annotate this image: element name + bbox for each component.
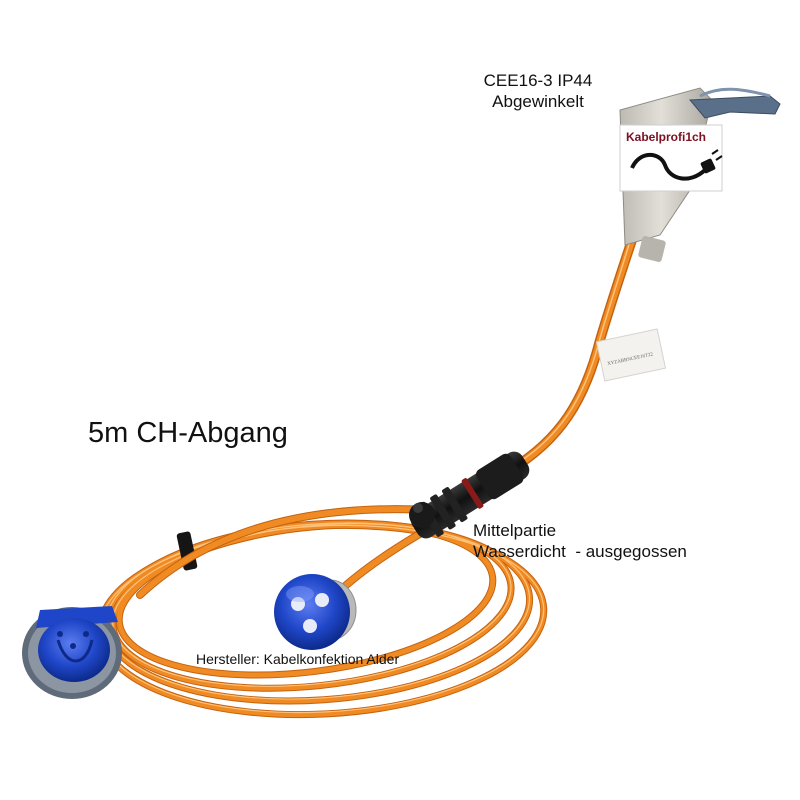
- plug-title: CEE16-3 IP44: [483, 71, 593, 90]
- round-plug: [274, 574, 357, 650]
- middle-part-label: Mittelpartie Wasserdicht - ausgegossen: [473, 520, 687, 562]
- middle-joint: [409, 451, 530, 539]
- plug-label: CEE16-3 IP44 Abgewinkelt: [468, 70, 608, 112]
- cable-length-label: 5m CH-Abgang: [88, 417, 288, 449]
- middle-title: Mittelpartie: [473, 521, 557, 540]
- manufacturer-label: Hersteller: Kabelkonfektion Alder: [196, 651, 400, 667]
- cable-plug-icon: [630, 149, 723, 181]
- angled-plug: Kabelprofi1ch: [619, 87, 781, 262]
- brand-name: Kabelprofi1ch: [626, 130, 706, 144]
- middle-subtitle: Wasserdicht - ausgegossen: [473, 542, 687, 561]
- blue-socket: [22, 606, 122, 699]
- plug-subtitle: Abgewinkelt: [492, 92, 584, 111]
- cable-upper-run: [505, 235, 637, 475]
- cable-tag: XYZABBNCEE16T22: [595, 328, 667, 382]
